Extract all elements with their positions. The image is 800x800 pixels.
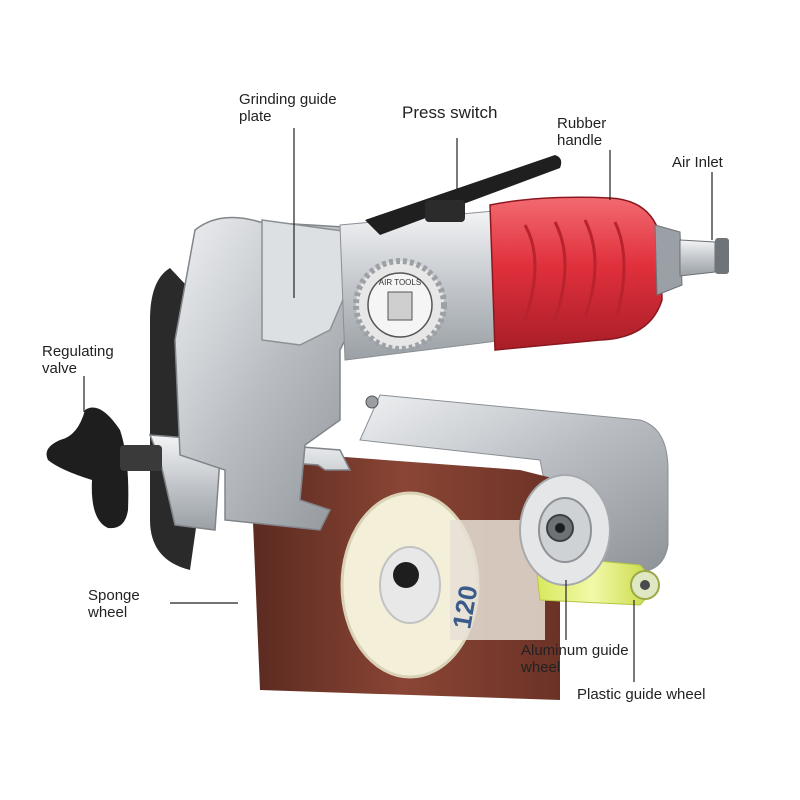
pointer-lines <box>83 128 713 682</box>
label-air-inlet-line1: Air Inlet <box>672 154 723 171</box>
label-aluminum-guide-wheel-line2: wheel <box>521 659 561 676</box>
label-aluminum-guide-wheel-line1: Aluminum guide <box>521 642 629 659</box>
rear-cap <box>654 224 683 296</box>
label-plastic-guide-wheel-line1: Plastic guide wheel <box>577 686 706 703</box>
label-rubber-handle-line1: Rubber <box>557 115 607 132</box>
belt-back-label <box>450 520 545 640</box>
label-rubber-handle-line2: handle <box>557 132 603 149</box>
press-switch-lever <box>365 155 562 235</box>
belt-grit-text: 120 <box>446 583 483 631</box>
label-grinding-guide-plate-line1: Grinding guide <box>239 91 337 108</box>
label-regulating-valve: Regulating valve <box>42 343 114 377</box>
label-aluminum-guide-wheel: Aluminum guide wheel <box>521 642 629 676</box>
regulating-valve-knob <box>46 407 129 529</box>
label-regulating-valve-line1: Regulating <box>42 343 114 360</box>
label-sponge-wheel-line1: Sponge <box>88 587 140 604</box>
brand-badge-text: AIR TOOLS <box>379 278 421 287</box>
label-sponge-wheel: Sponge wheel <box>88 587 140 621</box>
air-inlet-fitting <box>679 239 716 277</box>
label-rubber-handle: Rubber handle <box>557 115 606 149</box>
rubber-handle <box>489 196 663 351</box>
label-grinding-guide-plate-line2: plate <box>239 108 272 125</box>
regulating-valve-stem <box>120 445 162 471</box>
label-press-switch-line1: Press switch <box>402 103 498 122</box>
label-grinding-guide-plate: Grinding guide plate <box>239 91 337 125</box>
label-sponge-wheel-line2: wheel <box>88 604 128 621</box>
sponge-wheel-hub <box>393 562 419 588</box>
label-press-switch: Press switch <box>402 104 497 121</box>
label-air-inlet: Air Inlet <box>672 154 723 171</box>
label-regulating-valve-line2: valve <box>42 360 78 377</box>
label-plastic-guide-wheel: Plastic guide wheel <box>577 686 705 703</box>
